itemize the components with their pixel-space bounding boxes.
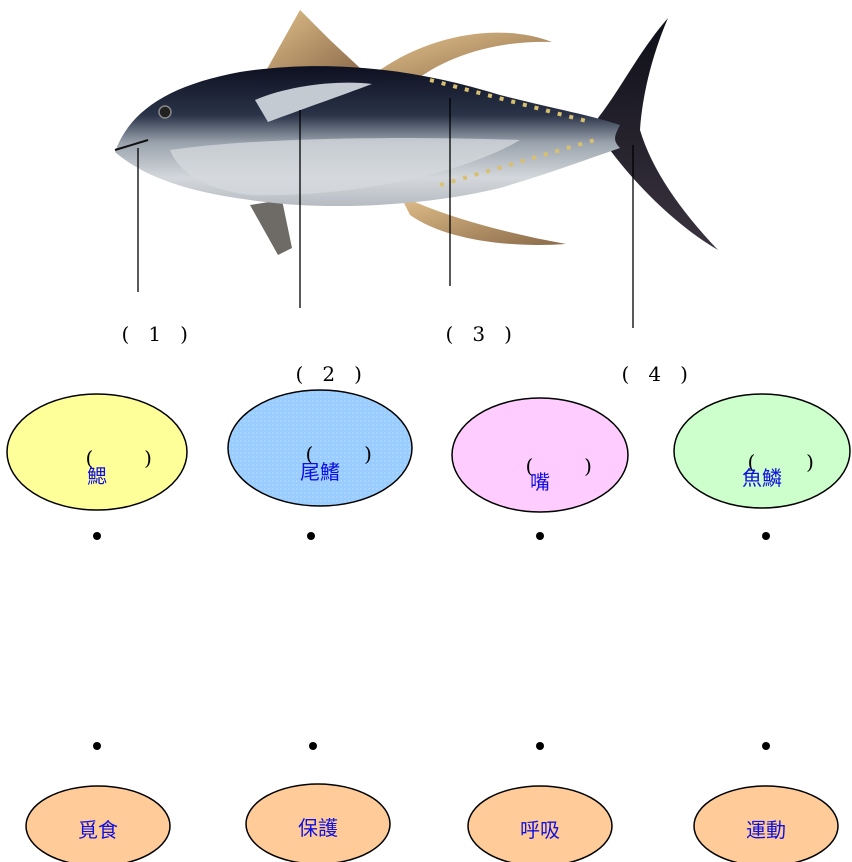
function-oval-4	[693, 785, 839, 862]
fish-mouth	[114, 139, 149, 151]
organ-blank-4[interactable]: ( )	[747, 450, 814, 474]
organ-blank-2[interactable]: ( )	[305, 442, 372, 466]
label-4-number: 4	[648, 362, 662, 386]
label-2-number: 2	[322, 362, 336, 386]
pelvic-fin	[250, 200, 292, 255]
organ-oval-3	[451, 397, 629, 513]
second-dorsal-fin	[380, 32, 552, 85]
organ-dot-1[interactable]	[93, 532, 101, 540]
dorsal-finlets	[429, 78, 591, 124]
function-dot-1[interactable]	[93, 742, 101, 750]
organ-dot-4[interactable]	[762, 532, 770, 540]
function-oval-1	[25, 785, 171, 862]
function-dot-2[interactable]	[309, 742, 317, 750]
anal-fin	[400, 195, 566, 245]
function-label-feeding: 覓食	[78, 818, 118, 842]
function-label-protection: 保護	[298, 816, 338, 840]
fish-eye	[158, 105, 172, 119]
tail-fin	[598, 18, 718, 250]
pectoral-fin	[255, 82, 372, 122]
function-oval-2	[245, 783, 391, 862]
label-3-number: 3	[472, 322, 486, 346]
organ-blank-1[interactable]: ( )	[85, 446, 152, 470]
organ-blank-3[interactable]: ( )	[525, 454, 592, 478]
label-1-number: 1	[148, 322, 162, 346]
function-label-movement: 運動	[746, 818, 786, 842]
organ-label-gills: 鰓	[87, 464, 107, 488]
organ-label-tail-fin: 尾鰭	[300, 460, 340, 484]
organ-oval-4	[673, 393, 851, 509]
organ-dot-2[interactable]	[307, 532, 315, 540]
organ-oval-1	[6, 393, 188, 511]
organ-dot-3[interactable]	[536, 532, 544, 540]
organ-label-mouth: 嘴	[530, 470, 550, 494]
label-2: ( 2 )	[295, 362, 362, 386]
label-1: ( 1 )	[121, 322, 188, 346]
belly-highlight	[170, 138, 520, 196]
function-label-breathing: 呼吸	[520, 818, 560, 842]
organ-label-scales: 魚鱗	[742, 466, 782, 490]
first-dorsal-fin	[262, 10, 360, 78]
label-3: ( 3 )	[445, 322, 512, 346]
function-dot-4[interactable]	[762, 742, 770, 750]
function-oval-3	[467, 785, 613, 862]
organ-oval-2	[227, 389, 413, 507]
anal-finlets	[439, 138, 596, 187]
function-dot-3[interactable]	[536, 742, 544, 750]
label-4: ( 4 )	[621, 362, 688, 386]
